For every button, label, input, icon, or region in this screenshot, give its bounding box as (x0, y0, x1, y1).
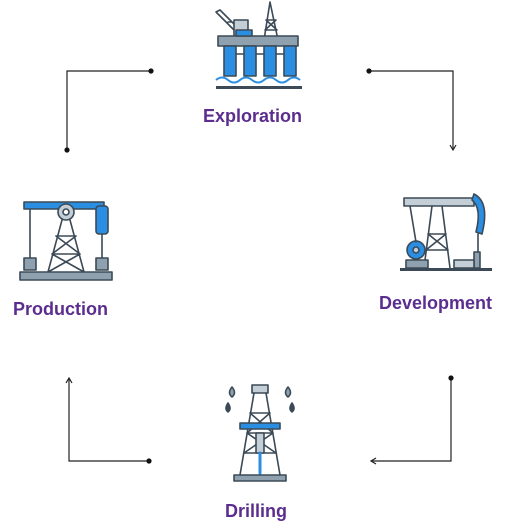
connector-development-to-drilling (371, 378, 452, 462)
stage-label-development: Development (379, 293, 493, 313)
offshore-oil-platform-icon (215, 1, 302, 89)
connector-production-to-exploration (66, 70, 151, 150)
connector-dot (366, 68, 372, 74)
stage-label-production: Production (13, 299, 108, 319)
pumpjack-icon (400, 193, 492, 271)
drilling-derrick-icon (225, 384, 295, 482)
stage-label-exploration: Exploration (203, 106, 303, 126)
connector-dot (448, 375, 454, 381)
connector-dot (148, 68, 154, 74)
oil-rig-derrick-icon (19, 201, 113, 281)
connector-drilling-to-production (68, 378, 149, 462)
arrowhead-left (369, 457, 377, 465)
connector-dot (64, 147, 70, 153)
arrowhead-up (65, 376, 73, 384)
stage-label-drilling: Drilling (225, 501, 287, 521)
connector-dot (146, 458, 152, 464)
connector-exploration-to-development (369, 70, 454, 150)
arrowhead-down (449, 144, 457, 152)
